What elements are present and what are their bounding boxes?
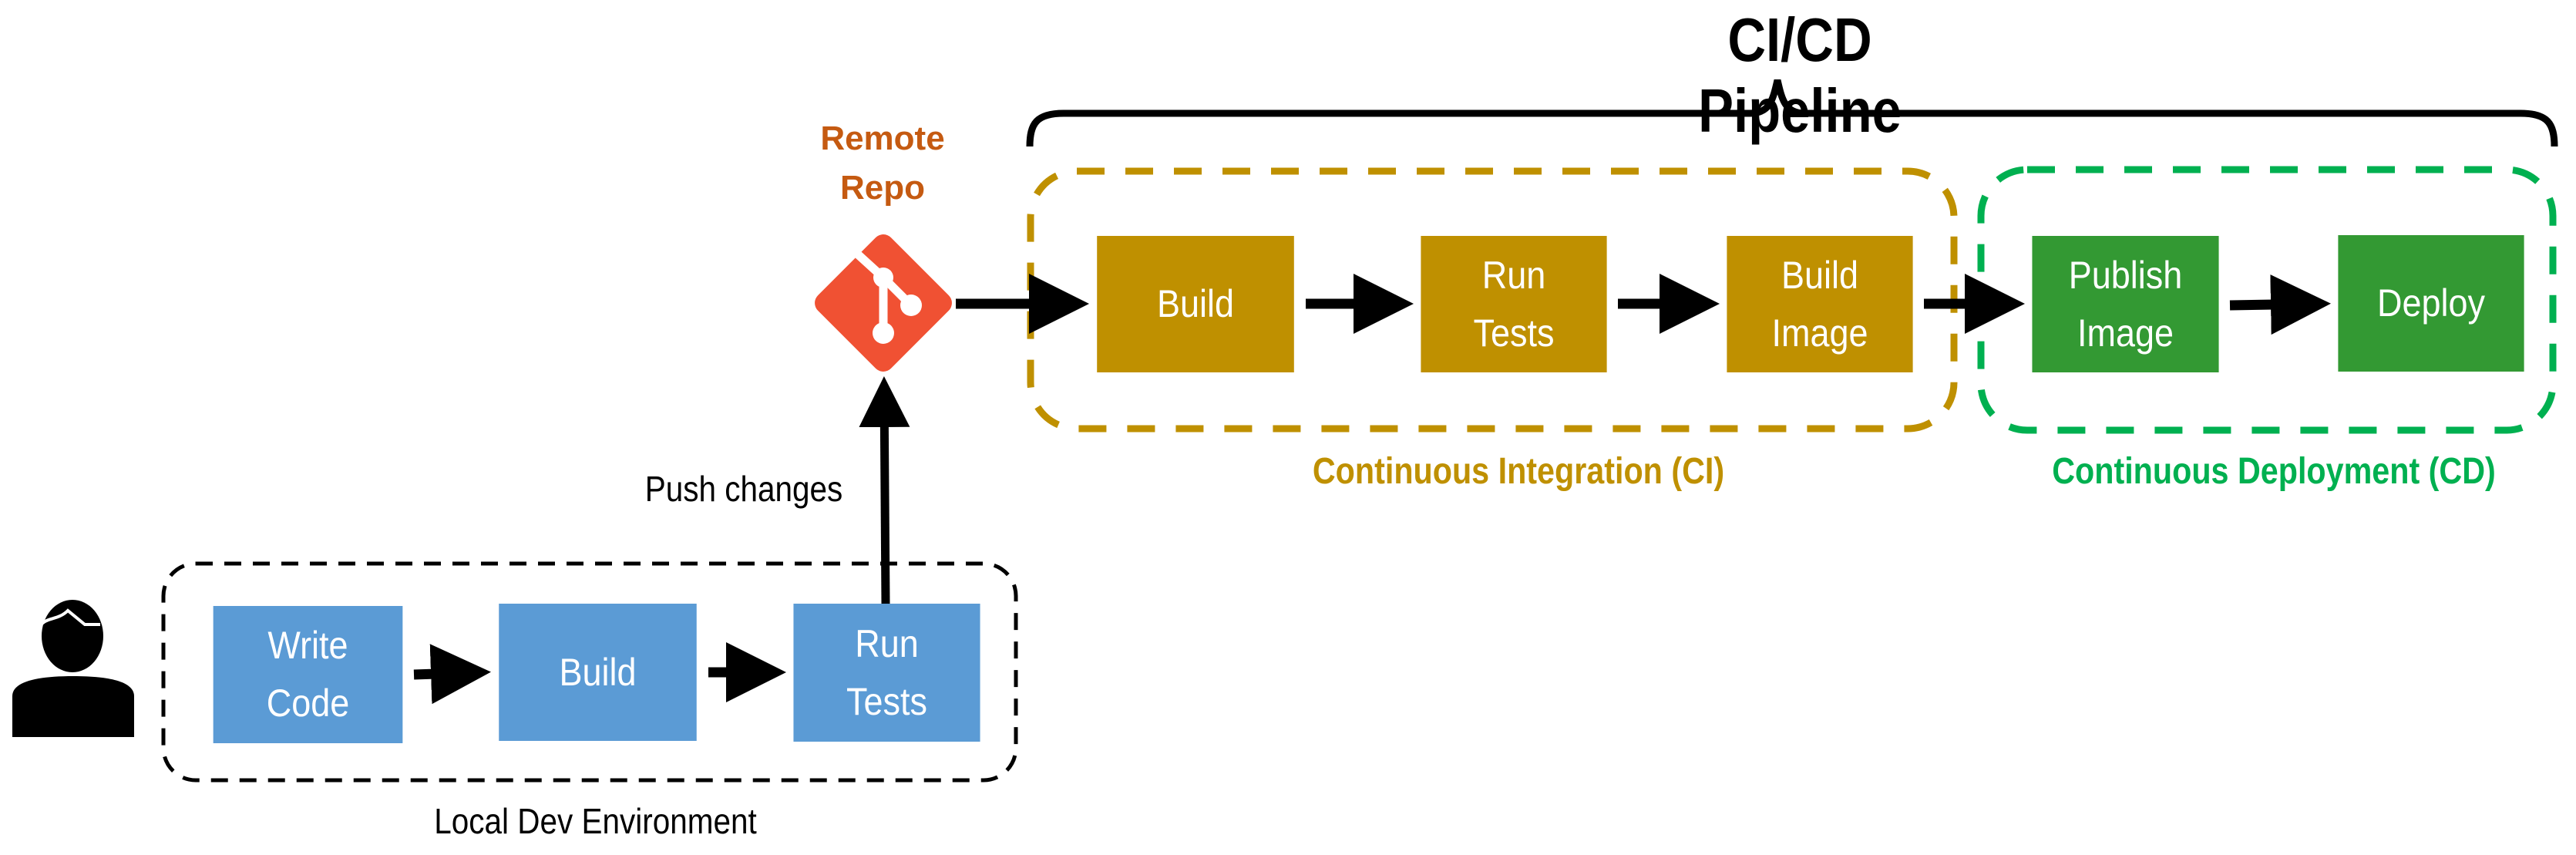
arrow-publish-to-deploy (2229, 274, 2331, 335)
local-step-write-code[interactable]: Write Code (213, 606, 403, 743)
git-icon[interactable] (810, 230, 957, 376)
ci-step-build[interactable]: Build (1097, 236, 1294, 372)
ci-group-label: Continuous Integration (CI) (1312, 451, 1725, 492)
push-changes-label: Push changes (644, 469, 843, 509)
ci-step-build-image[interactable]: Build Image (1727, 236, 1913, 372)
pipeline-brace (1026, 79, 2558, 147)
remote-repo-label-line2: Repo (840, 169, 925, 207)
arrow-writecode-to-build (413, 644, 491, 705)
arrows (413, 274, 2331, 705)
local-group-border (161, 561, 1018, 783)
remote-repo-label-line1: Remote (820, 119, 945, 157)
cd-step-publish-image[interactable]: Publish Image (2032, 236, 2219, 372)
cd-group-label: Continuous Deployment (CD) (2052, 451, 2496, 492)
arrow-push-changes (859, 376, 910, 604)
cd-step-deploy[interactable]: Deploy (2338, 235, 2524, 372)
person-icon (12, 600, 134, 737)
local-step-build[interactable]: Build (499, 604, 697, 741)
remote-repo-label: Remote Repo (794, 114, 971, 213)
local-env-label: Local Dev Environment (434, 801, 757, 841)
local-step-run-tests[interactable]: Run Tests (793, 604, 980, 742)
ci-step-run-tests[interactable]: Run Tests (1421, 236, 1607, 372)
pipeline-title: CI/CD Pipeline (1698, 5, 1902, 145)
